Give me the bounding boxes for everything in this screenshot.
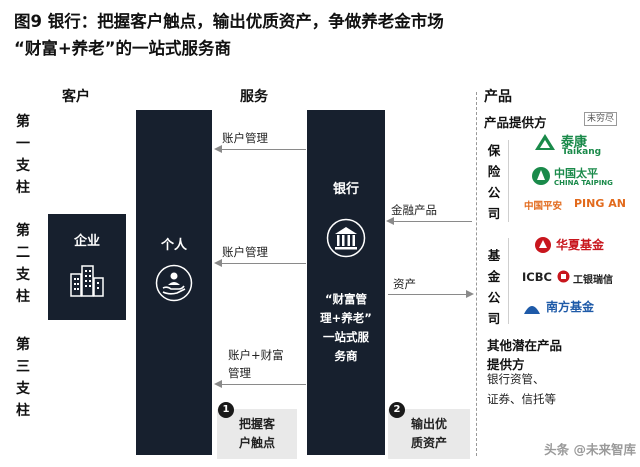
source-watermark: 头条 @未来智库 xyxy=(544,442,636,457)
arrow-right-icon xyxy=(466,290,474,298)
arrow-line xyxy=(388,294,466,295)
step-1-text-line: 把握客 xyxy=(238,417,275,431)
individual-label: 个人 xyxy=(160,238,187,253)
bank-desc-line: 一站式服 xyxy=(323,330,369,344)
bracket-line xyxy=(508,140,509,222)
arrow-line xyxy=(394,221,472,222)
arrow-label-account-mgmt-2: 账户管理 xyxy=(222,245,268,259)
pillar-1-char: 第 xyxy=(16,114,30,130)
pillar-3-char: 第 xyxy=(16,337,30,353)
figure-title: 图9 银行：把握客户触点，输出优质资产，争做养老金市场 “财富+养老”的一站式服… xyxy=(14,8,626,62)
arrow-label-line: 账户+财富 xyxy=(228,348,284,362)
nanfang-logo-icon xyxy=(524,306,540,314)
arrow-left-icon xyxy=(214,380,222,388)
header-customer: 客户 xyxy=(62,89,90,105)
pillar-2-char: 第 xyxy=(16,223,30,239)
provider-title: 产品提供方 xyxy=(484,115,547,130)
nanfang-name: 南方基金 xyxy=(546,300,595,314)
icbc-cn-name: 工银瑞信 xyxy=(573,275,613,286)
step-2-text-line: 质资产 xyxy=(410,436,447,450)
pingan-en: PING AN xyxy=(574,197,626,210)
enterprise-label: 企业 xyxy=(73,234,100,249)
pillar-1: 第 一 支 柱 xyxy=(14,111,32,199)
pillar-3-char: 柱 xyxy=(16,403,30,419)
arrow-left-icon xyxy=(214,145,222,153)
bank-box: 银行 “财富管 理+养老” 一站式服 务商 xyxy=(307,110,385,455)
bank-description: “财富管 理+养老” 一站式服 务商 xyxy=(307,290,385,366)
huaxia-name: 华夏基金 xyxy=(556,238,605,252)
arrow-label-account-wealth: 账户+财富 管理 xyxy=(228,346,284,382)
pillar-2-char: 柱 xyxy=(16,289,30,305)
other-providers-title: 其他潜在产品 提供方 xyxy=(487,336,562,374)
step-2-number: 2 xyxy=(389,402,405,418)
bank-building-icon xyxy=(326,218,366,258)
arrow-line xyxy=(222,384,306,385)
title-line-1: 图9 银行：把握客户触点，输出优质资产，争做养老金市场 xyxy=(14,12,444,31)
fund-char: 司 xyxy=(487,311,501,326)
not-exhaustive-stamp: 未穷尽 xyxy=(584,112,618,126)
bank-desc-line: “财富管 xyxy=(324,292,368,306)
taikang-logo-icon xyxy=(535,134,555,150)
pillar-2-char: 支 xyxy=(16,267,30,283)
fund-company-label: 基 金 公 司 xyxy=(486,245,502,329)
bank-desc-line: 理+养老” xyxy=(320,311,372,325)
other-desc-line: 银行资管、 xyxy=(487,372,545,386)
icbc-name: ICBC xyxy=(522,270,552,284)
pillar-2-char: 二 xyxy=(16,245,30,261)
insurance-char: 保 xyxy=(487,143,501,158)
arrow-label-assets: 资产 xyxy=(393,277,416,291)
buildings-icon xyxy=(70,265,104,297)
taiping-logo-icon xyxy=(532,167,550,185)
enterprise-box: 企业 xyxy=(48,214,126,320)
other-title-line: 提供方 xyxy=(487,357,525,372)
bank-label: 银行 xyxy=(332,182,359,197)
pillar-1-char: 支 xyxy=(16,158,30,174)
other-providers-desc: 银行资管、 证券、信托等 xyxy=(487,369,556,409)
step-2-text-line: 输出优 xyxy=(410,417,447,431)
pillar-1-char: 柱 xyxy=(16,180,30,196)
arrow-line xyxy=(222,263,306,264)
fund-char: 基 xyxy=(487,248,501,263)
dashed-divider xyxy=(476,92,477,456)
huaxia-logo-icon xyxy=(535,237,551,253)
individual-box: 个人 xyxy=(136,110,212,455)
pillar-2: 第 二 支 柱 xyxy=(14,220,32,308)
arrow-line xyxy=(222,149,306,150)
insurance-char: 司 xyxy=(487,206,501,221)
pillar-3-char: 三 xyxy=(16,359,30,375)
arrow-label-line: 管理 xyxy=(228,366,251,380)
insurance-char: 公 xyxy=(487,185,501,200)
fund-char: 金 xyxy=(487,269,501,284)
arrow-label-account-mgmt-1: 账户管理 xyxy=(222,131,268,145)
pillar-3: 第 三 支 柱 xyxy=(14,334,32,422)
arrow-label-financial-products: 金融产品 xyxy=(391,203,437,217)
taiping-en: CHINA TAIPING xyxy=(554,179,613,187)
title-line-2: “财富+养老”的一站式服务商 xyxy=(14,39,232,58)
taikang-name: 泰康 xyxy=(561,135,588,150)
insurance-company-label: 保 险 公 司 xyxy=(486,140,502,224)
other-desc-line: 证券、信托等 xyxy=(487,392,556,406)
taikang-en: Taikang xyxy=(562,147,602,157)
step-2-box: 输出优 质资产 xyxy=(388,409,470,459)
fund-char: 公 xyxy=(487,290,501,305)
arrow-left-icon xyxy=(214,259,222,267)
bank-desc-line: 务商 xyxy=(334,349,358,363)
bracket-line xyxy=(508,238,509,324)
pillar-1-char: 一 xyxy=(16,136,30,152)
hand-person-icon xyxy=(155,264,193,302)
taiping-name: 中国太平 xyxy=(554,167,598,180)
header-service: 服务 xyxy=(240,89,268,105)
other-title-line: 其他潜在产品 xyxy=(487,338,563,353)
icbc-logo-icon xyxy=(557,270,570,283)
arrow-left-icon xyxy=(386,217,394,225)
step-1-box: 把握客 户触点 xyxy=(217,409,297,459)
header-product: 产品 xyxy=(484,89,512,105)
step-1-text-line: 户触点 xyxy=(238,436,275,450)
pingan-name: 中国平安 xyxy=(524,201,563,212)
insurance-char: 险 xyxy=(487,164,501,179)
pillar-3-char: 支 xyxy=(16,381,30,397)
step-1-number: 1 xyxy=(218,402,234,418)
